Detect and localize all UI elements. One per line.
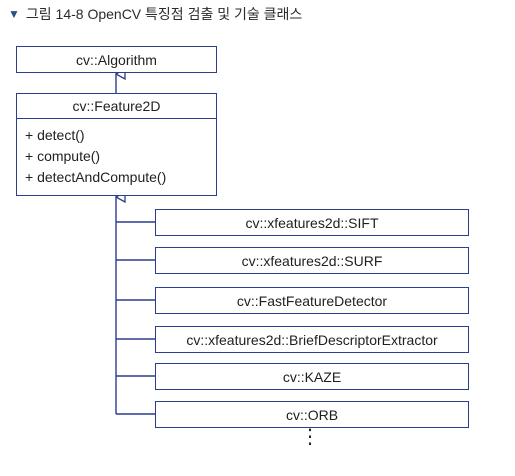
class-brief-name: cv::xfeatures2d::BriefDescriptorExtracto… xyxy=(186,331,438,348)
class-algorithm-name: cv::Algorithm xyxy=(76,51,157,68)
class-kaze: cv::KAZE xyxy=(155,363,469,390)
class-surf: cv::xfeatures2d::SURF xyxy=(155,247,469,274)
class-feature2d-header: cv::Feature2D xyxy=(17,94,216,119)
figure-caption: ▼ 그림 14-8 OpenCV 특징점 검출 및 기술 클래스 xyxy=(8,4,302,24)
caption-text: 그림 14-8 OpenCV 특징점 검출 및 기술 클래스 xyxy=(25,6,303,22)
method-detect: + detect() xyxy=(25,127,85,143)
class-fast-name: cv::FastFeatureDetector xyxy=(236,292,388,309)
class-algorithm: cv::Algorithm xyxy=(16,46,217,73)
class-orb: cv::ORB xyxy=(155,401,469,428)
class-feature2d-methods: + detect() + compute() + detectAndComput… xyxy=(17,119,216,188)
more-classes-ellipsis: ⋮ xyxy=(300,426,320,448)
method-compute: + compute() xyxy=(25,148,101,164)
triangle-down-icon: ▼ xyxy=(8,7,20,21)
class-feature2d-name: cv::Feature2D xyxy=(72,98,161,114)
class-brief-descriptor-extractor: cv::xfeatures2d::BriefDescriptorExtracto… xyxy=(155,326,469,353)
class-feature2d: cv::Feature2D + detect() + compute() + d… xyxy=(16,93,217,196)
subclass-branches xyxy=(116,221,155,415)
class-surf-name: cv::xfeatures2d::SURF xyxy=(241,252,383,269)
class-orb-name: cv::ORB xyxy=(285,406,339,423)
class-sift-name: cv::xfeatures2d::SIFT xyxy=(245,214,379,231)
class-sift: cv::xfeatures2d::SIFT xyxy=(155,209,469,236)
class-kaze-name: cv::KAZE xyxy=(282,368,342,385)
method-detect-and-compute: + detectAndCompute() xyxy=(25,169,167,185)
class-fast-feature-detector: cv::FastFeatureDetector xyxy=(155,287,469,314)
